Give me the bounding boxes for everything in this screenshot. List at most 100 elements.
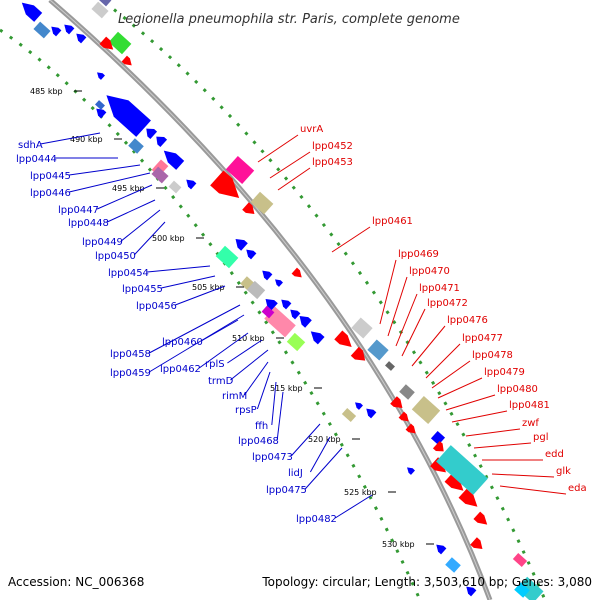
outer-dotted-track	[99, 0, 547, 600]
gene-label: lpp0476	[447, 315, 488, 326]
gene-feature	[444, 472, 464, 491]
gene-feature	[168, 180, 182, 194]
leader-line	[401, 308, 426, 357]
gene-feature	[445, 557, 461, 573]
leader-line	[175, 285, 226, 306]
gene-label: ffh	[255, 421, 268, 432]
leader-line	[148, 314, 245, 373]
leader-line	[425, 343, 461, 379]
gene-feature	[163, 150, 185, 170]
gene-feature	[275, 279, 283, 287]
gene-feature	[291, 267, 302, 278]
label-leader-lines	[40, 132, 567, 519]
leader-line	[198, 332, 249, 369]
gene-feature	[215, 245, 239, 269]
gene-feature	[516, 576, 544, 600]
gene-feature	[512, 553, 528, 567]
gene-label: rplS	[205, 359, 225, 370]
leader-line	[473, 442, 532, 449]
leader-line	[200, 319, 239, 342]
gene-feature	[261, 305, 275, 319]
scale-tick-label: 485 kbp	[30, 87, 63, 96]
gene-label: glk	[556, 466, 571, 477]
gene-feature	[436, 445, 488, 495]
leader-line	[290, 423, 321, 457]
leader-line	[230, 349, 269, 381]
leader-line	[161, 275, 216, 289]
gene-label: lpp0478	[472, 350, 513, 361]
gene-label: lpp0449	[82, 237, 123, 248]
gene-feature	[398, 411, 409, 422]
gene-feature	[121, 55, 132, 66]
leader-line	[387, 276, 408, 337]
gene-label: lpp0481	[509, 400, 550, 411]
scale-tick-label: 515 kbp	[270, 384, 303, 393]
gene-label: rimM	[222, 391, 247, 402]
gene-feature	[21, 2, 43, 22]
gene-label: lpp0480	[497, 384, 538, 395]
gene-feature	[225, 155, 255, 185]
leader-line	[147, 265, 211, 273]
gene-label: trmD	[208, 376, 234, 387]
gene-label: lpp0471	[419, 283, 460, 294]
gene-feature	[286, 332, 306, 352]
leader-line	[227, 339, 263, 364]
gene-label: rpsP	[235, 405, 257, 416]
gene-feature	[64, 24, 75, 35]
leader-line	[257, 134, 299, 163]
gene-feature	[186, 179, 197, 190]
gene-feature	[242, 202, 255, 215]
gene-feature	[366, 408, 377, 419]
gene-feature	[355, 402, 363, 410]
gene-feature	[405, 423, 416, 434]
gene-feature	[466, 586, 477, 597]
gene-label: lpp0468	[238, 436, 279, 447]
gene-feature	[235, 238, 248, 251]
gene-label: pgl	[533, 432, 548, 443]
gene-feature	[350, 346, 366, 361]
scale-tick-label: 505 kbp	[192, 283, 225, 292]
leader-line	[499, 485, 567, 495]
gene-feature	[430, 430, 446, 446]
gene-label: lpp0470	[409, 266, 450, 277]
gene-label: lpp0450	[95, 251, 136, 262]
gene-feature	[310, 331, 325, 345]
gene-feature	[91, 1, 109, 19]
leader-line	[69, 172, 151, 193]
gene-label: lpp0461	[372, 216, 413, 227]
leader-line	[331, 226, 371, 253]
gene-label: lpp0458	[110, 349, 151, 360]
leader-line	[69, 164, 141, 176]
gene-label: lidJ	[288, 468, 303, 479]
gene-label: lpp0477	[462, 333, 503, 344]
gene-feature	[33, 21, 51, 39]
leader-line	[395, 293, 418, 347]
gene-label: lpp0472	[427, 298, 468, 309]
leader-line	[277, 167, 311, 191]
gene-feature	[334, 330, 352, 348]
gene-feature	[367, 339, 389, 361]
leader-line	[120, 209, 161, 242]
gene-feature	[98, 0, 112, 7]
leader-line	[96, 184, 153, 210]
gene-feature	[470, 537, 483, 550]
feature-layer	[21, 0, 544, 600]
gene-feature	[106, 95, 151, 137]
gene-feature	[514, 582, 530, 598]
gene-label: lpp0473	[252, 452, 293, 463]
scale-tick-label: 490 kbp	[70, 135, 103, 144]
gene-label: lpp0459	[110, 368, 151, 379]
inner-dotted-track	[0, 28, 422, 600]
leader-line	[445, 394, 496, 411]
gene-feature	[146, 128, 158, 140]
gene-feature	[458, 488, 478, 507]
gene-label: lpp0446	[30, 188, 71, 199]
gene-label: lpp0462	[160, 364, 201, 375]
gene-feature	[51, 26, 62, 37]
leader-line	[309, 436, 331, 473]
leader-line	[304, 447, 343, 490]
scale-tick-label: 520 kbp	[308, 435, 341, 444]
leader-line	[271, 381, 277, 426]
scale-tick-label: 495 kbp	[112, 184, 145, 193]
